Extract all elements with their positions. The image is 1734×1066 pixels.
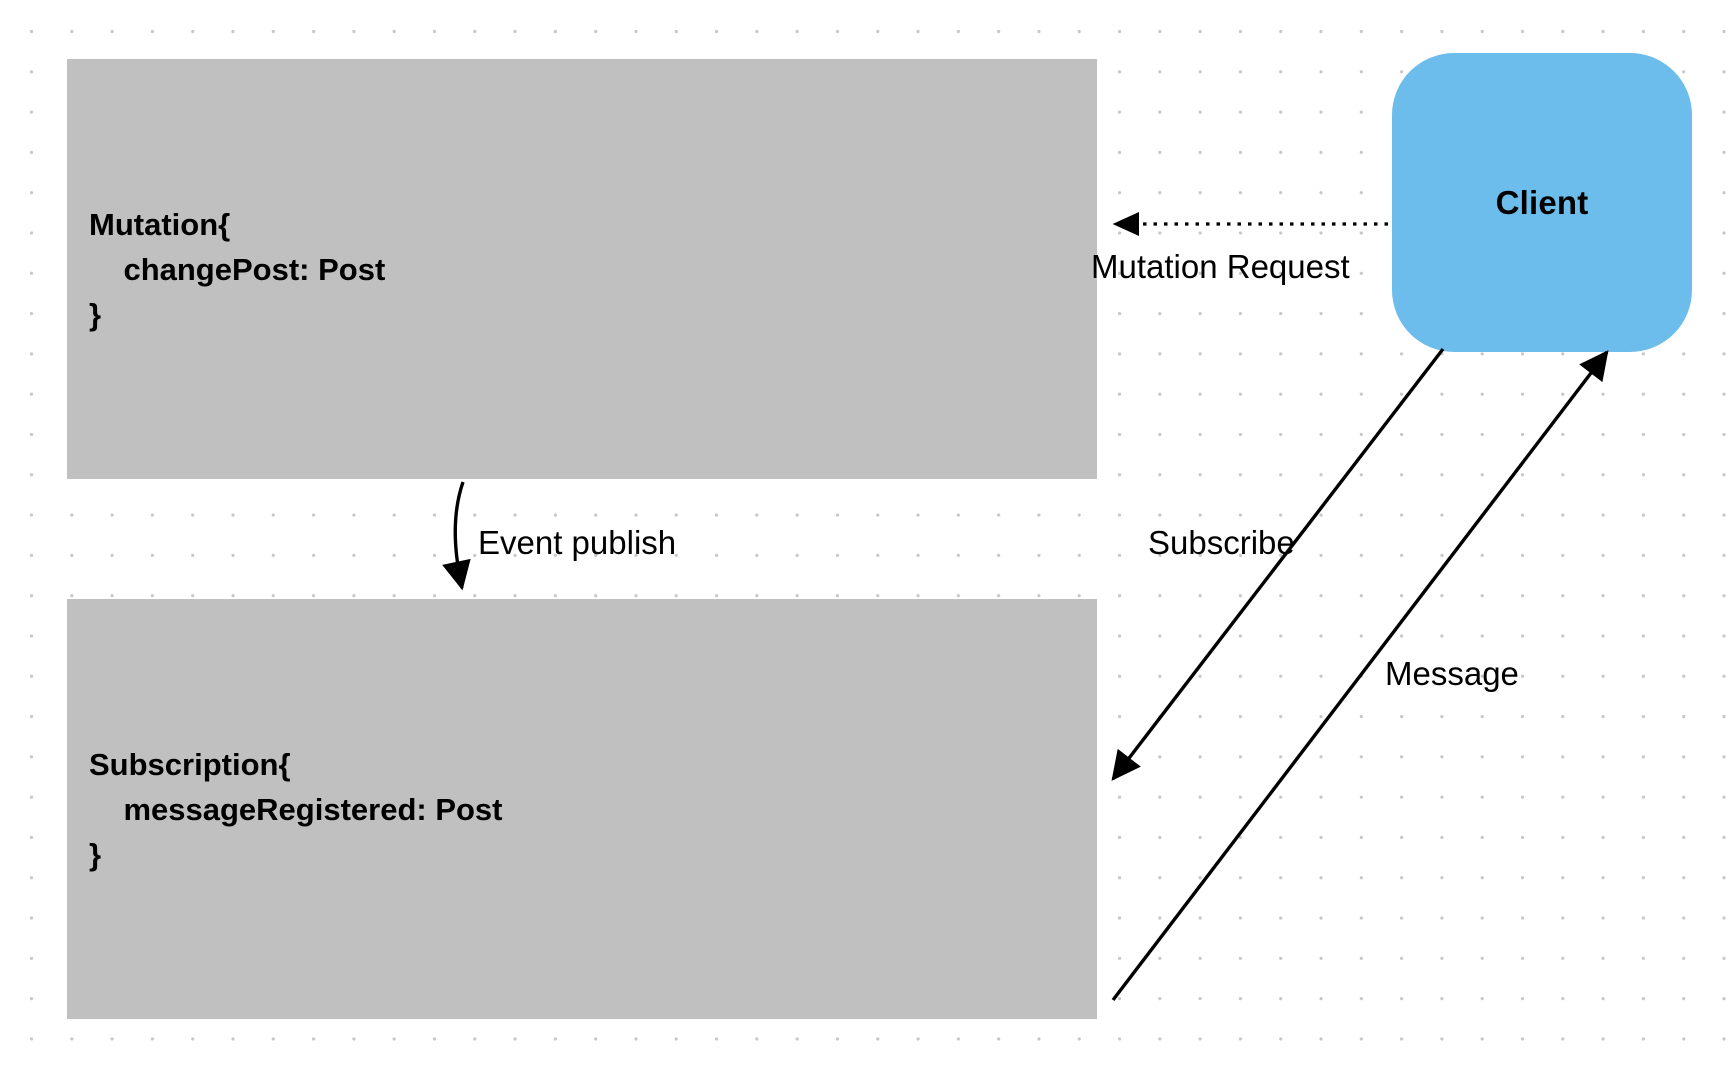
mutation-code-line-3: } — [89, 296, 102, 332]
subscription-code-line-2: messageRegistered: Post — [89, 791, 503, 827]
message-arrow — [1111, 350, 1609, 1002]
subscription-code-line-1: Subscription{ — [89, 746, 291, 782]
subscription-code-line-3: } — [89, 836, 102, 872]
subscribe-arrow — [1111, 347, 1445, 781]
subscribe-label: Subscribe — [1148, 524, 1295, 561]
mutation-request-label: Mutation Request — [1091, 248, 1350, 285]
message-label: Message — [1385, 655, 1519, 692]
mutation-box[interactable]: Mutation{ changePost: Post } — [67, 59, 1097, 479]
mutation-code-line-1: Mutation{ — [89, 206, 231, 242]
mutation-code-line-2: changePost: Post — [89, 251, 386, 287]
event-publish-arrow — [442, 481, 471, 591]
client-label: Client — [1495, 183, 1589, 221]
event-publish-label: Event publish — [478, 524, 677, 561]
client-box[interactable]: Client — [1392, 53, 1692, 352]
subscription-box[interactable]: Subscription{ messageRegistered: Post } — [67, 599, 1097, 1019]
